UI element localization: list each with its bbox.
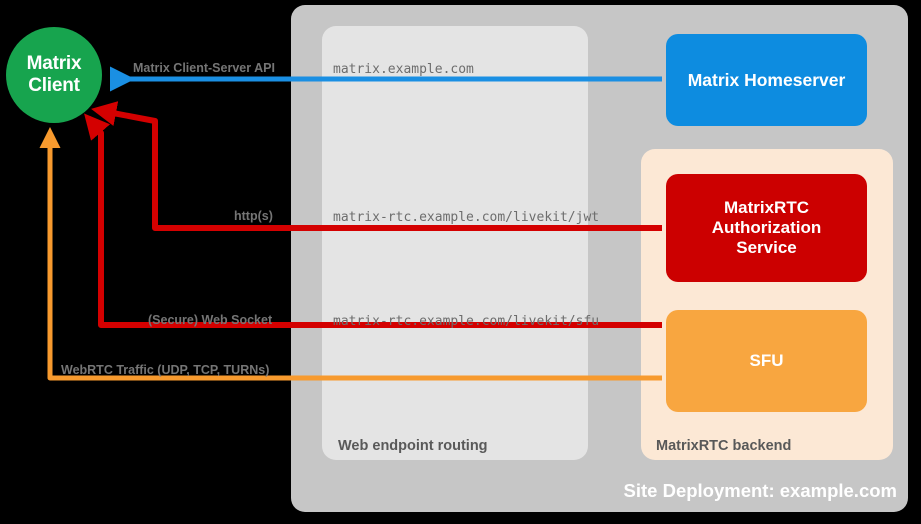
web-endpoint-routing-label: Web endpoint routing (338, 438, 488, 454)
endpoint-livekit-jwt: matrix-rtc.example.com/livekit/jwt (333, 210, 600, 225)
auth-service-label-line3: Service (736, 238, 797, 258)
node-matrixrtc-authorization-service[interactable]: MatrixRTC Authorization Service (666, 174, 867, 282)
node-matrix-client[interactable]: Matrix Client (6, 27, 102, 123)
auth-service-label-line2: Authorization (711, 217, 822, 237)
node-sfu[interactable]: SFU (666, 310, 867, 412)
sfu-label: SFU (749, 350, 784, 370)
matrix-homeserver-label: Matrix Homeserver (687, 69, 846, 90)
matrix-client-label-line2: Client (28, 75, 80, 96)
endpoint-matrix-example-com: matrix.example.com (333, 62, 474, 77)
connection-label-websocket: (Secure) Web Socket (148, 313, 273, 327)
connection-label-https: http(s) (234, 209, 273, 223)
web-endpoint-routing-panel (322, 26, 588, 460)
connection-label-matrix-client-server-api: Matrix Client-Server API (133, 61, 275, 75)
auth-service-label-line1: MatrixRTC (723, 197, 809, 217)
endpoint-livekit-sfu: matrix-rtc.example.com/livekit/sfu (333, 314, 600, 329)
site-deployment-label: Site Deployment: example.com (623, 480, 897, 501)
matrixrtc-backend-label: MatrixRTC backend (656, 438, 792, 454)
node-matrix-homeserver[interactable]: Matrix Homeserver (666, 34, 867, 126)
connection-label-webrtc: WebRTC Traffic (UDP, TCP, TURNs) (61, 363, 270, 377)
matrix-client-label-line1: Matrix (26, 52, 82, 74)
